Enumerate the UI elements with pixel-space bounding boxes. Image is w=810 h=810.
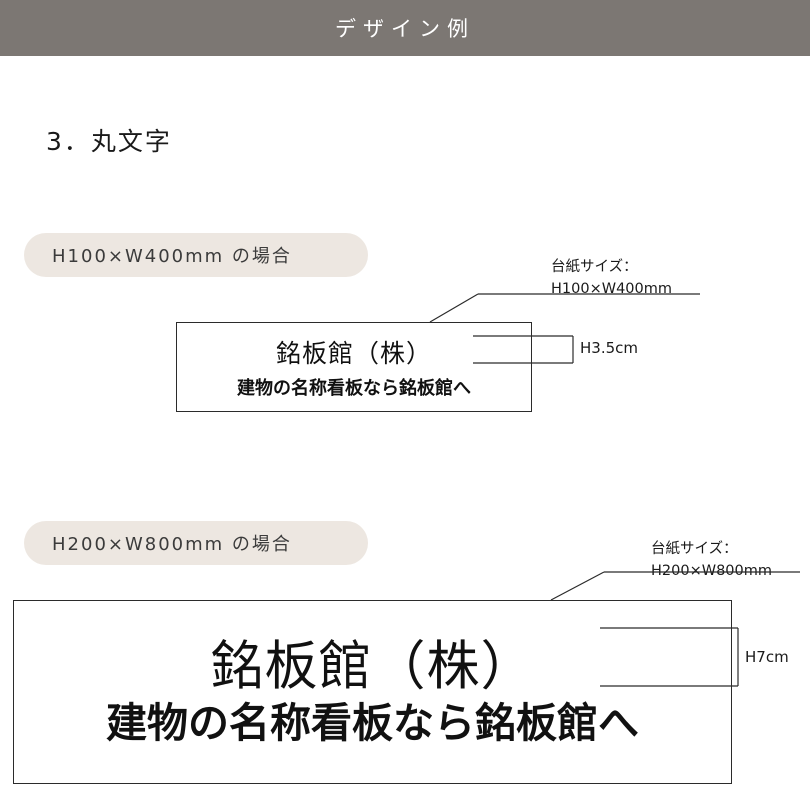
- callout-1-line2: H100×W400mm: [551, 281, 672, 298]
- height-label-1: H3.5cm: [580, 339, 638, 357]
- sign-plate-2-sub-text: 建物の名称看板なら銘板館へ: [106, 699, 639, 748]
- sign-plate-1-sub-text: 建物の名称看板なら銘板館へ: [237, 378, 471, 399]
- leader-line-1a: [429, 293, 479, 323]
- size-pill-2: H200×W800mm の場合: [24, 521, 368, 565]
- callout-2: 台紙サイズ： H200×W800mm: [651, 538, 772, 583]
- page-header: デザイン例: [0, 0, 810, 56]
- page-title: デザイン例: [335, 17, 475, 41]
- callout-2-line2: H200×W800mm: [651, 563, 772, 580]
- height-label-2: H7cm: [745, 648, 789, 666]
- size-pill-1-label: H100×W400mm の場合: [52, 246, 292, 267]
- sign-plate-1-main-text: 銘板館（株）: [275, 339, 432, 368]
- sign-plate-1: 銘板館（株） 建物の名称看板なら銘板館へ: [176, 322, 532, 412]
- callout-2-line1: 台紙サイズ：: [651, 541, 738, 557]
- section-heading: 3．丸文字: [46, 127, 172, 156]
- callout-1-line1: 台紙サイズ：: [551, 259, 638, 275]
- sign-plate-2: 銘板館（株） 建物の名称看板なら銘板館へ: [13, 600, 732, 784]
- callout-1: 台紙サイズ： H100×W400mm: [551, 256, 672, 301]
- size-pill-1: H100×W400mm の場合: [24, 233, 368, 277]
- sign-plate-2-main-text: 銘板館（株）: [210, 636, 535, 698]
- leader-line-2a: [550, 571, 605, 601]
- size-pill-2-label: H200×W800mm の場合: [52, 534, 292, 555]
